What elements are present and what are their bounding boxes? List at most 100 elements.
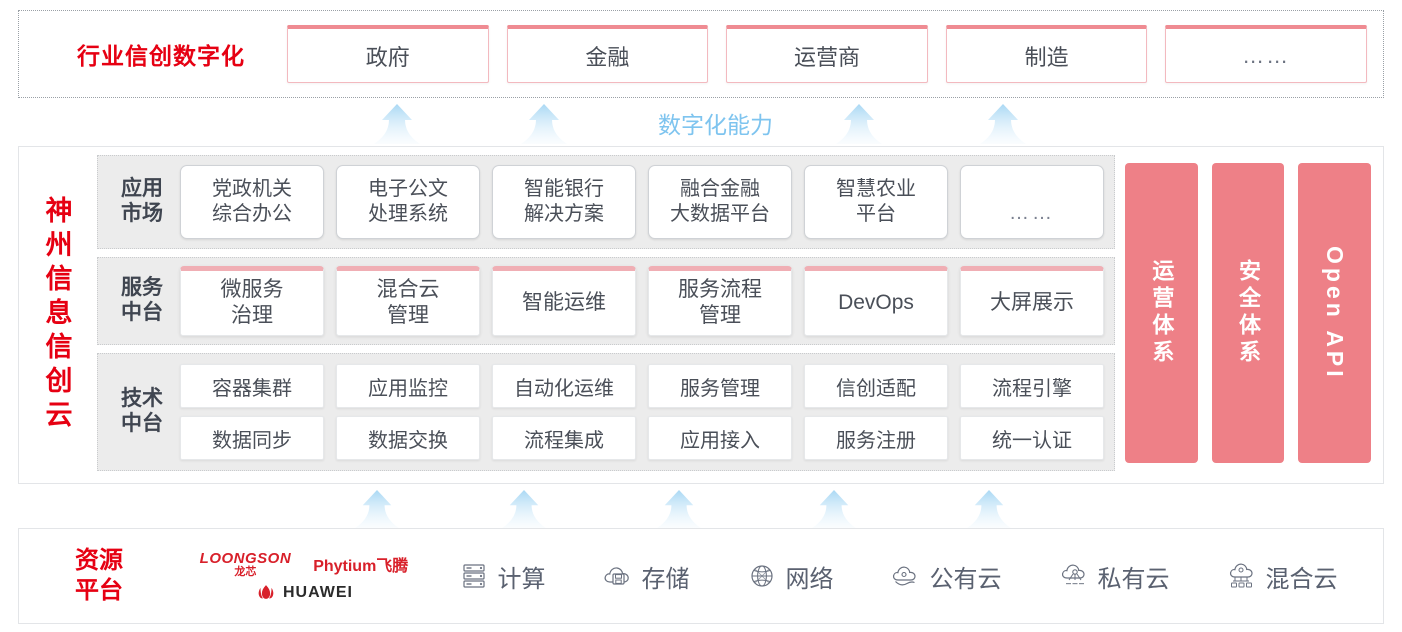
industry-card-manufacturing[interactable]: 制造	[945, 25, 1148, 83]
tech-card-process-integration[interactable]: 流程集成	[492, 416, 636, 460]
resource-arrow-strip	[18, 486, 1384, 528]
up-arrow-icon	[657, 490, 701, 528]
industry-card-list: 政府 金融 运营商 制造 ……	[287, 25, 1367, 83]
pillar-open-api[interactable]: Open API	[1298, 163, 1372, 463]
application-card-list: 党政机关综合办公 电子公文处理系统 智能银行解决方案 融合金融大数据平台 智慧农…	[180, 164, 1104, 240]
resource-item-label: 网络	[785, 565, 834, 593]
tech-card-container-cluster[interactable]: 容器集群	[180, 364, 324, 408]
tech-card-service-registry[interactable]: 服务注册	[804, 416, 948, 460]
cloud-platform-body: 应用 市场 党政机关综合办公 电子公文处理系统 智能银行解决方案 融合金融大数据…	[93, 147, 1383, 483]
layer-label-technology-platform: 技术 中台	[104, 387, 180, 437]
service-card-process-management[interactable]: 服务流程管理	[648, 266, 792, 336]
up-arrow-icon	[967, 490, 1011, 528]
layer-technology-platform: 技术 中台 容器集群 应用监控 自动化运维 服务管理 信创适配 流程引擎	[97, 353, 1115, 471]
pillar-label: 运营体系	[1149, 259, 1175, 367]
app-card-smart-bank[interactable]: 智能银行解决方案	[492, 165, 636, 239]
app-card-more[interactable]: ……	[960, 165, 1104, 239]
up-arrow-icon	[374, 104, 420, 144]
layer-service-platform: 服务 中台 微服务治理 混合云管理 智能运维 服务流程管理 DevOps 大屏展…	[97, 257, 1115, 345]
technology-card-grid: 容器集群 应用监控 自动化运维 服务管理 信创适配 流程引擎 数据同步 数据交换…	[180, 362, 1104, 462]
layer-label-line1: 技术	[121, 387, 163, 411]
industry-band-title: 行业信创数字化	[77, 43, 245, 69]
cloud-storage-icon	[604, 567, 629, 585]
up-arrow-icon	[355, 490, 399, 528]
resource-item-storage[interactable]: 存储	[601, 559, 690, 594]
technology-card-row: 容器集群 应用监控 自动化运维 服务管理 信创适配 流程引擎	[180, 364, 1104, 408]
industry-card-finance[interactable]: 金融	[506, 25, 709, 83]
cloud-platform-title: 神州信息信创云	[19, 147, 93, 483]
vendor-logo-group: LOONGSON 龙芯 Phytium飞腾 HUAWEI	[179, 551, 429, 602]
up-arrow-icon	[502, 490, 546, 528]
phytium-logo: Phytium飞腾	[313, 558, 409, 575]
resource-title-line1: 资源	[75, 547, 123, 574]
capability-arrow-strip: 数字化能力	[18, 100, 1384, 144]
resource-item-private-cloud[interactable]: 私有云	[1057, 559, 1170, 594]
service-card-hybrid-cloud-management[interactable]: 混合云管理	[336, 266, 480, 336]
layer-label-line2: 市场	[121, 202, 163, 225]
resource-title-line2: 平台	[75, 577, 123, 604]
up-arrow-icon	[980, 104, 1026, 144]
industry-card-government[interactable]: 政府	[287, 25, 489, 83]
tech-card-xinchuang-adaptation[interactable]: 信创适配	[804, 364, 948, 408]
resource-item-hybrid-cloud[interactable]: 混合云	[1225, 559, 1338, 594]
app-card-government-office[interactable]: 党政机关综合办公	[180, 165, 324, 239]
service-card-devops[interactable]: DevOps	[804, 266, 948, 336]
resource-platform-title: 资源 平台	[19, 546, 179, 606]
resource-item-public-cloud[interactable]: 公有云	[889, 559, 1002, 594]
loongson-logo-text: LOONGSON	[199, 549, 292, 567]
pillar-security-system[interactable]: 安全体系	[1211, 163, 1285, 463]
industry-card-more[interactable]: ……	[1165, 25, 1367, 83]
network-globe-icon	[750, 565, 773, 587]
layer-application-market: 应用 市场 党政机关综合办公 电子公文处理系统 智能银行解决方案 融合金融大数据…	[97, 155, 1115, 249]
pillar-label: 安全体系	[1236, 259, 1261, 367]
app-card-smart-agriculture[interactable]: 智慧农业平台	[804, 165, 948, 239]
industry-band: 行业信创数字化 政府 金融 运营商 制造 ……	[18, 10, 1384, 98]
tech-card-app-monitoring[interactable]: 应用监控	[336, 364, 480, 408]
cloud-platform-panel: 神州信息信创云 应用 市场 党政机关综合办公 电子公文处理系统 智能银行解决方案…	[18, 146, 1384, 484]
tech-card-automated-ops[interactable]: 自动化运维	[492, 364, 636, 408]
tech-card-service-management[interactable]: 服务管理	[648, 364, 792, 408]
service-card-intelligent-ops[interactable]: 智能运维	[492, 266, 636, 336]
vendor-logo-row: LOONGSON 龙芯 Phytium飞腾	[200, 551, 409, 578]
industry-card-carrier[interactable]: 运营商	[726, 25, 928, 83]
huawei-logo-text: HUAWEI	[283, 583, 353, 601]
tech-card-unified-auth[interactable]: 统一认证	[960, 416, 1104, 460]
cloud-layer-stack: 应用 市场 党政机关综合办公 电子公文处理系统 智能银行解决方案 融合金融大数据…	[97, 155, 1115, 473]
hybrid-cloud-icon	[1229, 563, 1253, 588]
private-cloud-icon	[1061, 564, 1085, 585]
pillar-operations-system[interactable]: 运营体系	[1125, 163, 1198, 463]
resource-item-label: 公有云	[929, 565, 1002, 593]
server-icon	[462, 564, 485, 588]
resource-item-label: 私有云	[1097, 565, 1170, 593]
layer-label-application-market: 应用 市场	[104, 177, 180, 227]
app-card-edocument-system[interactable]: 电子公文处理系统	[336, 165, 480, 239]
up-arrow-icon	[521, 104, 567, 144]
layer-label-line1: 服务	[121, 276, 163, 300]
app-card-finance-bigdata[interactable]: 融合金融大数据平台	[648, 165, 792, 239]
tech-card-data-sync[interactable]: 数据同步	[180, 416, 324, 460]
resource-item-network[interactable]: 网络	[745, 559, 834, 594]
up-arrow-icon	[812, 490, 856, 528]
tech-card-process-engine[interactable]: 流程引擎	[960, 364, 1104, 408]
resource-item-label: 存储	[641, 565, 690, 593]
service-card-microservice-governance[interactable]: 微服务治理	[180, 266, 324, 336]
tech-card-data-exchange[interactable]: 数据交换	[336, 416, 480, 460]
service-card-large-screen-display[interactable]: 大屏展示	[960, 266, 1104, 336]
resource-item-compute[interactable]: 计算	[457, 559, 546, 594]
service-card-list: 微服务治理 混合云管理 智能运维 服务流程管理 DevOps 大屏展示	[180, 266, 1104, 336]
up-arrow-icon	[836, 104, 882, 144]
layer-label-line1: 应用	[121, 177, 163, 201]
vendor-logo-row: HUAWEI	[255, 584, 353, 602]
capability-label: 数字化能力	[658, 112, 773, 138]
tech-card-app-access[interactable]: 应用接入	[648, 416, 792, 460]
pillar-label: Open API	[1322, 245, 1349, 381]
cross-cutting-pillars: 运营体系 安全体系 Open API	[1125, 155, 1372, 473]
layer-label-line2: 中台	[121, 301, 163, 324]
public-cloud-icon	[892, 566, 916, 586]
resource-item-label: 计算	[497, 565, 546, 593]
layer-label-service-platform: 服务 中台	[104, 276, 180, 326]
resource-item-label: 混合云	[1265, 565, 1338, 593]
loongson-logo: LOONGSON 龙芯	[200, 551, 292, 578]
loongson-logo-cn: 龙芯	[234, 565, 257, 578]
